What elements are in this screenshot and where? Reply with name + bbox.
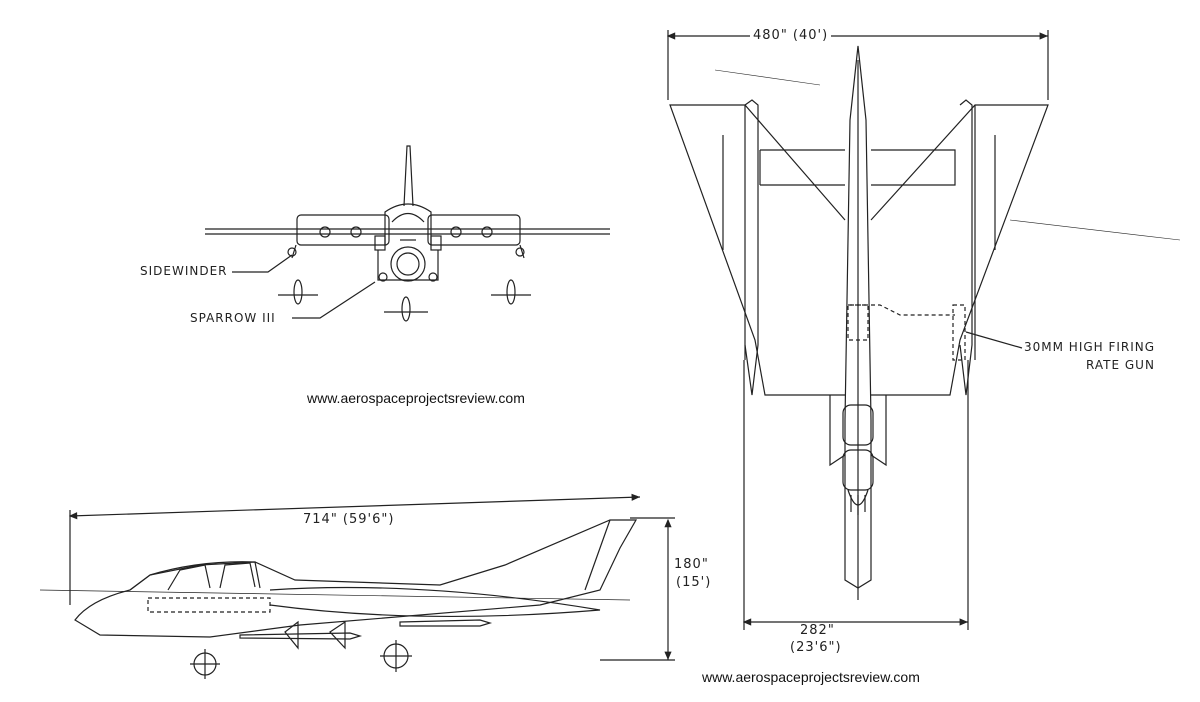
- length-dimension-label: 714" (59'6"): [300, 512, 398, 527]
- top-view: [666, 30, 1181, 630]
- side-view: [39, 493, 675, 679]
- sparrow-label: SPARROW III: [190, 311, 276, 325]
- height-feet: (15'): [676, 575, 712, 590]
- watermark-bottom: www.aerospaceprojectsreview.com: [702, 669, 920, 685]
- watermark-center: www.aerospaceprojectsreview.com: [307, 390, 525, 406]
- gun-label-line1: 30MM HIGH FIRING: [1024, 340, 1156, 354]
- gun-label-line2: RATE GUN: [1086, 358, 1155, 372]
- tail-span-inches: 282": [800, 623, 835, 638]
- tail-span-feet: (23'6"): [790, 640, 842, 655]
- front-view: [205, 145, 610, 322]
- span-dimension-label: 480" (40'): [750, 28, 832, 43]
- height-inches: 180": [674, 557, 709, 572]
- sidewinder-label: SIDEWINDER: [140, 264, 228, 278]
